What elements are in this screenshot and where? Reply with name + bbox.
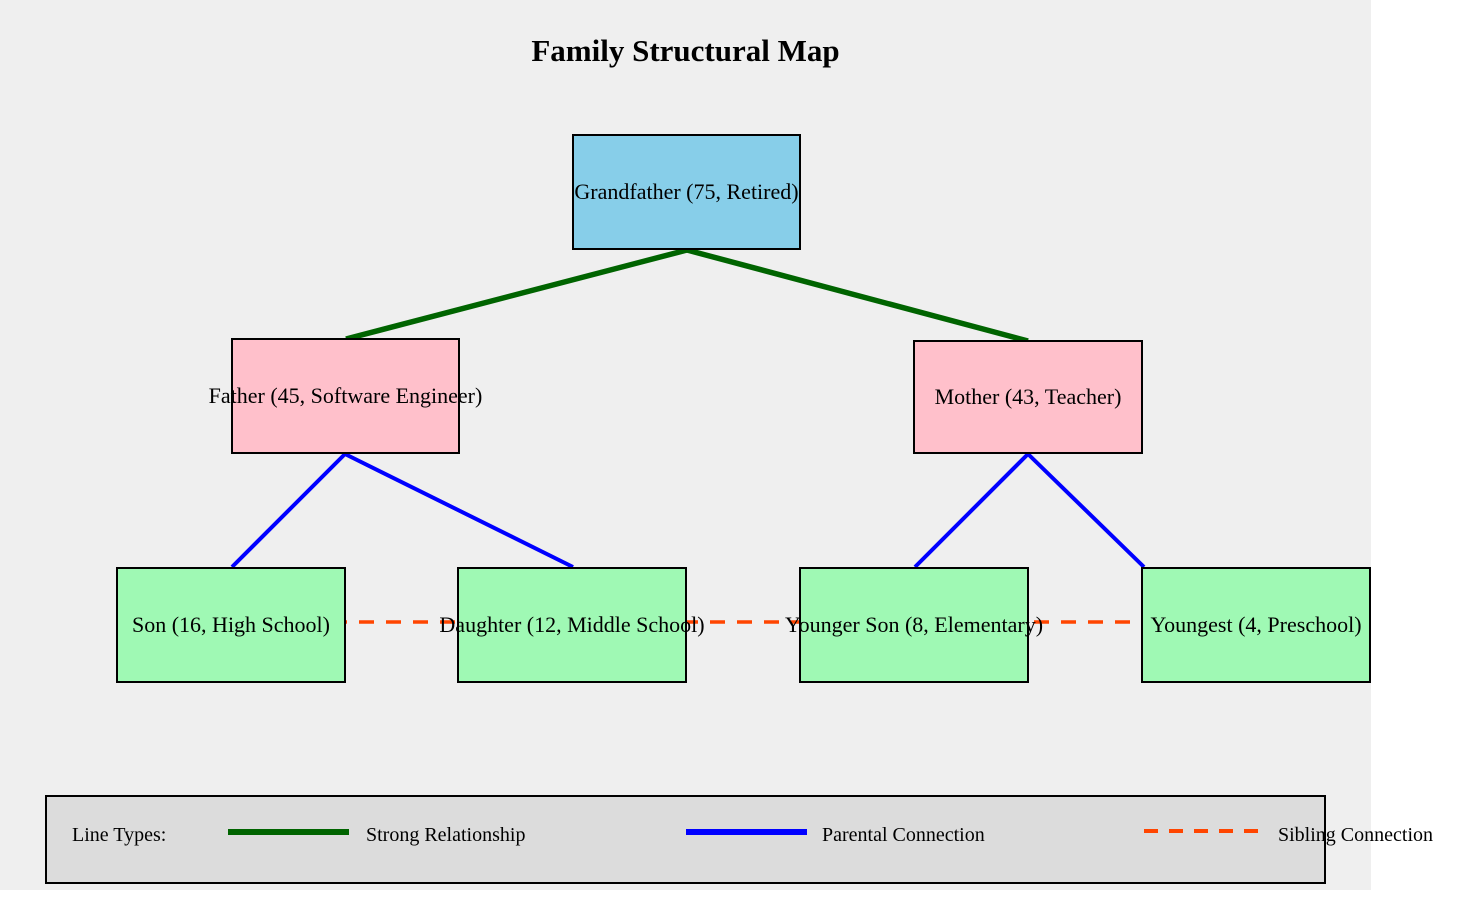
node-younger-son[interactable]: Younger Son (8, Elementary) [785,567,1043,683]
edge-father-son [230,452,347,569]
legend-label-parental-connection: Parental Connection [822,824,985,846]
node-grandfather[interactable]: Grandfather (75, Retired) [572,134,801,250]
node-younger-son-label: Younger Son (8, Elementary) [784,612,1044,637]
node-son[interactable]: Son (16, High School) [116,567,346,683]
figure-background: Family Structural Map Grandfather (75, R… [0,0,1433,890]
legend-label-strong-relationship: Strong Relationship [366,824,526,846]
edge-mother-younger-son [913,452,1030,569]
node-daughter[interactable]: Daughter (12, Middle School) [439,567,705,683]
legend-box [45,795,1326,884]
node-daughter-label: Daughter (12, Middle School) [439,612,705,637]
node-youngest-label: Youngest (4, Preschool) [1150,612,1362,637]
node-father[interactable]: Father (45, Software Engineer) [209,338,482,454]
legend-label-sibling-connection: Sibling Connection [1278,824,1433,846]
legend-swatch-sibling-connection [1144,829,1265,833]
connection-lines-layer [116,247,1371,624]
legend-heading: Line Types: [72,824,167,846]
legend-swatch-strong-relationship [228,829,349,835]
node-mother[interactable]: Mother (43, Teacher) [913,340,1143,454]
node-father-label: Father (45, Software Engineer) [208,383,483,408]
edge-grandfather-mother [686,247,1029,344]
node-son-label: Son (16, High School) [132,612,330,637]
page-title: Family Structural Map [531,33,840,68]
edge-grandfather-father [345,247,688,342]
edge-mother-youngest [1026,452,1146,569]
legend-swatch-parental-connection [686,829,807,835]
node-youngest[interactable]: Youngest (4, Preschool) [1141,567,1371,683]
node-mother-label: Mother (43, Teacher) [934,384,1122,409]
edge-father-daughter [344,452,574,569]
node-grandfather-label: Grandfather (75, Retired) [574,179,799,204]
